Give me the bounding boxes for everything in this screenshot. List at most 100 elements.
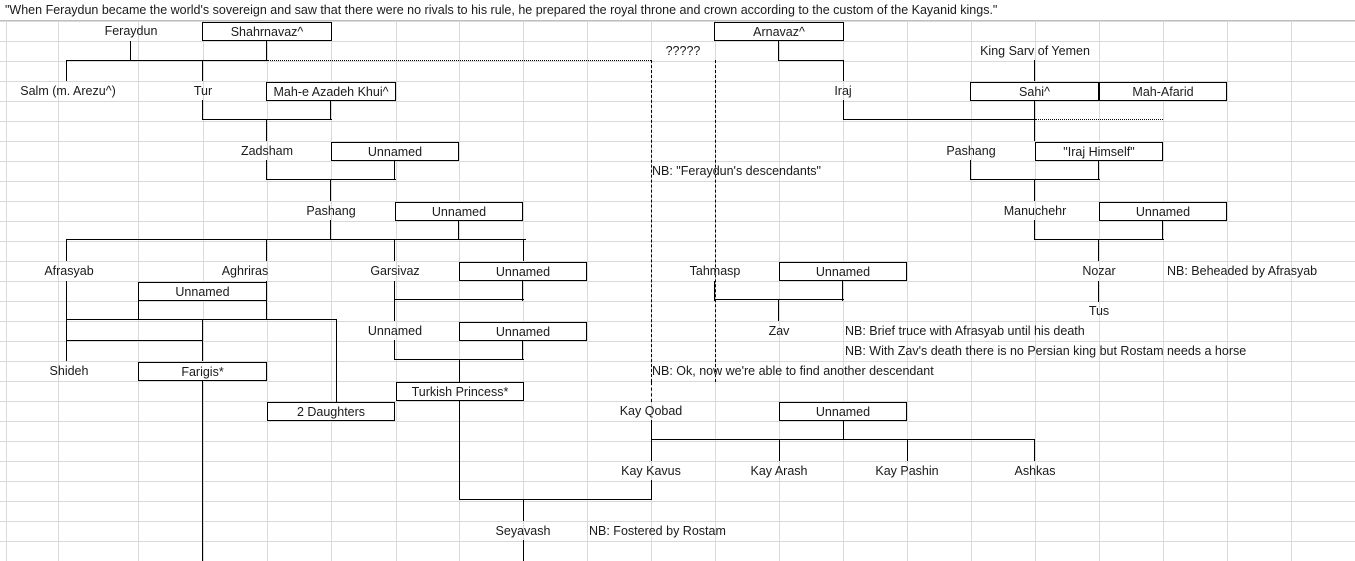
node-mah-e-azadeh[interactable]: Mah-e Azadeh Khui^	[266, 81, 396, 101]
connector-segment	[266, 239, 268, 261]
connector-segment	[778, 60, 844, 62]
dashed-divider-left	[651, 60, 652, 382]
node-tahmasp[interactable]: Tahmasp	[683, 261, 747, 281]
node-kay-arash[interactable]: Kay Arash	[747, 461, 811, 481]
node-kay-qobad[interactable]: Kay Qobad	[619, 401, 683, 421]
connector-segment	[843, 119, 1035, 121]
node-unnamed-zadsham[interactable]: Unnamed	[331, 141, 459, 161]
grid-row-line	[0, 501, 1355, 502]
node-ashkas[interactable]: Ashkas	[1003, 461, 1067, 481]
grid-column-line	[6, 21, 7, 561]
node-mah-afarid[interactable]: Mah-Afarid	[1099, 81, 1227, 101]
connector-segment	[778, 299, 780, 321]
node-qmarks[interactable]: ?????	[651, 41, 715, 61]
connector-segment	[459, 499, 651, 501]
node-label: Unnamed	[431, 204, 487, 219]
node-iraj-himself[interactable]: "Iraj Himself"	[1035, 141, 1163, 161]
grid-column-line	[971, 21, 972, 561]
node-unnamed-afra[interactable]: Unnamed	[138, 281, 267, 301]
connector-segment	[394, 299, 524, 301]
node-unnamed-mid[interactable]: Unnamed	[363, 321, 427, 341]
grid-row-line	[0, 421, 1355, 422]
node-tur[interactable]: Tur	[171, 81, 235, 101]
note-fostered: NB: Fostered by Rostam	[589, 524, 726, 538]
node-seyavash[interactable]: Seyavash	[491, 521, 555, 541]
node-unnamed-pashang[interactable]: Unnamed	[395, 201, 523, 221]
node-afrasyab[interactable]: Afrasyab	[37, 261, 101, 281]
node-label: Unnamed	[367, 324, 423, 338]
grid-row-line	[0, 181, 1355, 182]
node-garsivaz[interactable]: Garsivaz	[363, 261, 427, 281]
node-feraydun[interactable]: Feraydun	[99, 21, 163, 41]
node-kay-kavus[interactable]: Kay Kavus	[619, 461, 683, 481]
grid-row-line	[0, 41, 1355, 42]
node-unnamed-tahmasp[interactable]: Unnamed	[779, 261, 907, 281]
connector-segment	[336, 319, 338, 411]
node-unnamed-gars[interactable]: Unnamed	[459, 261, 587, 281]
node-sahi[interactable]: Sahi^	[970, 81, 1099, 101]
node-pashang-l[interactable]: Pashang	[299, 201, 363, 221]
node-label: Unnamed	[495, 264, 551, 279]
connector-segment	[651, 420, 653, 440]
node-unnamed-qobad[interactable]: Unnamed	[779, 401, 907, 421]
grid-column-line	[1227, 21, 1228, 561]
connector-segment	[394, 239, 396, 261]
node-label: Shideh	[49, 364, 89, 378]
connector-segment	[1162, 220, 1164, 240]
node-manuchehr[interactable]: Manuchehr	[1003, 201, 1067, 221]
node-label: Ashkas	[1014, 464, 1056, 478]
node-arnavaz[interactable]: Arnavaz^	[714, 21, 844, 41]
note-descendant: NB: Ok, now we're able to find another d…	[652, 364, 934, 378]
grid-row-line	[0, 541, 1355, 542]
connector-segment	[523, 239, 525, 261]
connector-segment	[66, 60, 68, 81]
node-farigis[interactable]: Farigis*	[138, 361, 267, 381]
connector-segment	[843, 420, 845, 440]
node-unnamed-manu[interactable]: Unnamed	[1099, 201, 1227, 221]
node-kay-pashin[interactable]: Kay Pashin	[875, 461, 939, 481]
note-truce: NB: Brief truce with Afrasyab until his …	[845, 324, 1085, 338]
grid-row-line	[0, 281, 1355, 282]
node-label: Nozar	[1082, 264, 1116, 278]
grid-row-line	[0, 81, 1355, 82]
node-label: Unnamed	[815, 404, 871, 419]
node-tus[interactable]: Tus	[1067, 301, 1131, 321]
node-zav[interactable]: Zav	[747, 321, 811, 341]
node-shideh[interactable]: Shideh	[37, 361, 101, 381]
connector-segment	[394, 299, 396, 321]
node-aghriras[interactable]: Aghriras	[203, 261, 287, 281]
node-sarv[interactable]: King Sarv of Yemen	[971, 41, 1099, 61]
node-turkish-princess[interactable]: Turkish Princess*	[396, 381, 524, 401]
node-label: Pashang	[306, 204, 356, 218]
node-pashang-r[interactable]: Pashang	[939, 141, 1003, 161]
grid-row-line	[0, 121, 1355, 122]
node-label: Arnavaz^	[753, 24, 805, 39]
grid-row-line	[0, 61, 1355, 62]
connector-segment	[522, 340, 524, 360]
connector-segment	[138, 300, 140, 320]
node-unnamed-mid2[interactable]: Unnamed	[459, 321, 587, 341]
grid-row-line	[0, 261, 1355, 262]
node-iraj[interactable]: Iraj	[811, 81, 875, 101]
node-label: King Sarv of Yemen	[980, 44, 1090, 58]
node-shahrnavaz[interactable]: Shahrnavaz^	[202, 21, 332, 41]
node-salm[interactable]: Salm (m. Arezu^)	[2, 81, 134, 101]
node-label: Unnamed	[367, 144, 423, 159]
connector-segment	[651, 480, 653, 500]
grid-row-line	[0, 241, 1355, 242]
dashed-divider-right	[715, 60, 716, 382]
grid-column-line	[587, 21, 588, 561]
connector-segment	[66, 281, 68, 320]
grid-row-line	[0, 381, 1355, 382]
connector-segment	[202, 100, 204, 120]
connector-segment	[523, 540, 525, 561]
node-label: Unnamed	[1135, 204, 1191, 219]
node-zadsham[interactable]: Zadsham	[235, 141, 299, 161]
connector-segment	[394, 160, 396, 180]
node-label: Tahmasp	[689, 264, 741, 278]
node-nozar[interactable]: Nozar	[1067, 261, 1131, 281]
node-two-daughters[interactable]: 2 Daughters	[267, 401, 395, 421]
connector-segment	[907, 439, 909, 461]
connector-segment	[1034, 60, 1036, 81]
grid-column-line	[267, 21, 268, 561]
